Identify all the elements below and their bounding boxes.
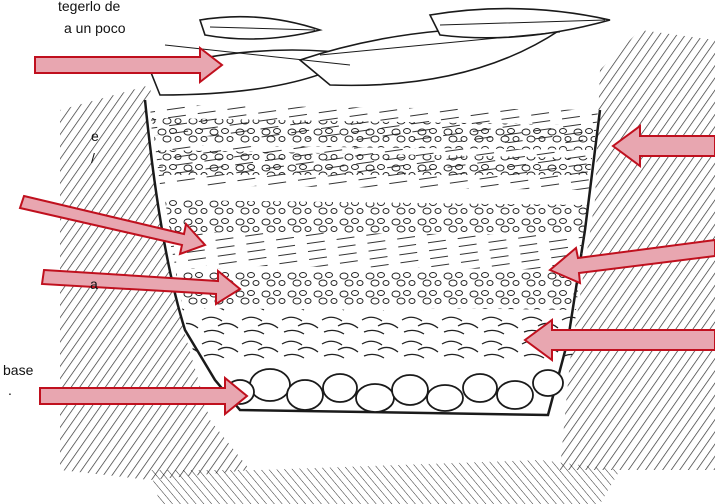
- layer-straw-3: [168, 232, 585, 270]
- caption-left-4: a: [90, 276, 98, 293]
- caption-left-2b: /: [91, 150, 95, 167]
- caption-bottom-1: base: [3, 362, 33, 379]
- layer-soil-3: [165, 200, 588, 235]
- leaf-cover: [150, 9, 610, 95]
- caption-top-1: tegerlo de: [58, 0, 120, 15]
- caption-left-2a: e: [91, 128, 99, 145]
- caption-top-2: a un poco: [64, 20, 126, 37]
- layer-twigs: [182, 308, 576, 360]
- caption-bottom-2: .: [8, 382, 12, 399]
